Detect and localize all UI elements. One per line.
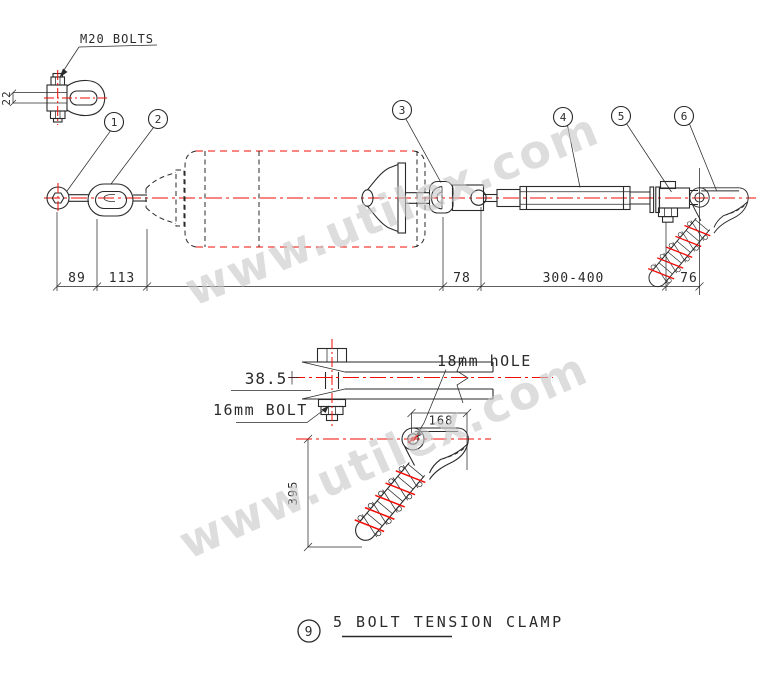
watermark-lower: www.utilex.com xyxy=(171,341,596,570)
callout-6-number: 6 xyxy=(681,110,688,123)
callout-1 xyxy=(103,111,125,133)
clevis-bolt xyxy=(657,180,698,223)
turnbuckle xyxy=(496,185,660,214)
callout-3 xyxy=(391,99,413,121)
dim-168-group: 168 xyxy=(407,408,472,470)
oval-link xyxy=(87,183,147,217)
shackle-detail: M20 BOLTS 22 xyxy=(0,32,158,125)
dim-395-group: 395 xyxy=(286,434,362,552)
callout-5 xyxy=(610,105,632,127)
end-bell xyxy=(361,162,429,234)
caption-index-bubble xyxy=(297,619,321,643)
callout-4 xyxy=(552,106,574,128)
callout-1-number: 1 xyxy=(111,116,118,129)
label-underline xyxy=(78,44,158,48)
callout-6 xyxy=(673,105,695,127)
callouts: 1 2 3 4 5 6 xyxy=(66,99,717,193)
break-symbol xyxy=(456,355,469,404)
dim-395: 395 xyxy=(286,481,300,506)
callout-4-number: 4 xyxy=(560,111,567,124)
bracket-detail: 38.5 16mm BOLT 18mm hOLE 168 395 xyxy=(213,339,553,552)
dim-300-400: 300-400 xyxy=(543,271,605,286)
clevis-pin xyxy=(451,184,497,212)
dim-168: 168 xyxy=(429,414,454,428)
callout-2 xyxy=(147,108,169,130)
leader-arrow xyxy=(59,68,68,78)
dim-78: 78 xyxy=(453,271,471,286)
insulator-outline xyxy=(145,150,426,248)
caption: 9 5 BOLT TENSION CLAMP xyxy=(297,613,564,643)
dim-76: 76 xyxy=(680,271,698,286)
caption-title: 5 BOLT TENSION CLAMP xyxy=(333,613,564,631)
hole-18mm-label: 18mm hOLE xyxy=(437,352,532,370)
callout-3-number: 3 xyxy=(399,104,406,117)
bolt-16mm-label: 16mm BOLT xyxy=(213,401,308,419)
main-assembly: 1 2 3 4 5 6 89 xyxy=(44,99,756,295)
eye-bolt xyxy=(46,183,89,214)
callout-2-number: 2 xyxy=(155,113,162,126)
tower-plates xyxy=(301,355,494,404)
dim-22: 22 xyxy=(0,90,13,105)
m20-bolts-label: M20 BOLTS xyxy=(80,32,154,46)
dim-38-5: 38.5 xyxy=(245,369,288,388)
callout-5-number: 5 xyxy=(618,110,625,123)
dim-89: 89 xyxy=(68,271,86,286)
main-dimensions: 89 113 78 300-400 76 xyxy=(52,168,704,295)
dim-113: 113 xyxy=(109,271,135,286)
caption-index: 9 xyxy=(305,625,314,640)
